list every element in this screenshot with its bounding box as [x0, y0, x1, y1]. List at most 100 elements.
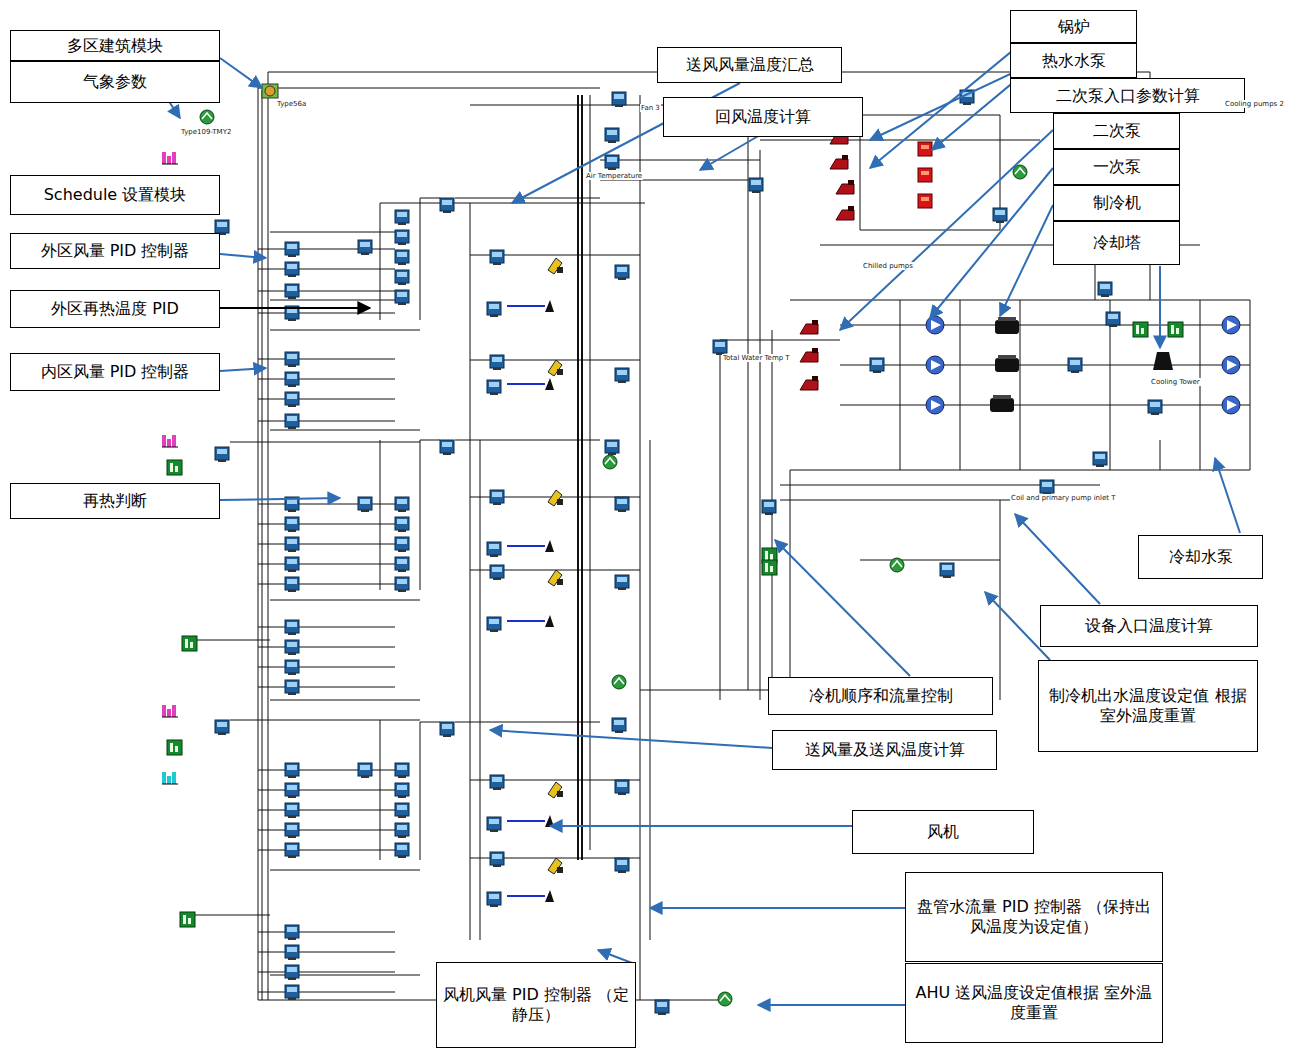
- calculator-icon: [285, 372, 299, 387]
- leader-line: [758, 1004, 905, 1006]
- wire-line: [258, 952, 285, 953]
- pump-icon: [800, 376, 818, 390]
- wire-line: [268, 72, 269, 1000]
- calculator-icon: [395, 497, 409, 512]
- data-reader-icon: [167, 740, 182, 755]
- data-reader-icon: [180, 912, 195, 927]
- calculator-icon: [395, 210, 409, 225]
- callout-text: 内区风量 PID 控制器: [41, 362, 190, 382]
- wire-line: [380, 440, 381, 590]
- wire-line: [258, 359, 285, 360]
- wire-line: [188, 640, 270, 641]
- calculator-icon: [285, 414, 299, 429]
- pump-icon: [1222, 396, 1240, 414]
- wire-line: [299, 667, 395, 668]
- pump-icon: [800, 348, 818, 362]
- wire-line: [258, 992, 285, 993]
- wire-line: [258, 972, 285, 973]
- calculator-icon: [285, 823, 299, 838]
- calculator-icon: [490, 490, 504, 505]
- pump-icon: [830, 155, 848, 169]
- wire-line: [299, 770, 395, 771]
- callout-text: 外区再热温度 PID: [51, 299, 179, 319]
- calculator-icon: [870, 358, 884, 373]
- wire-line: [299, 584, 395, 585]
- callout-text: 再热判断: [83, 491, 147, 511]
- calculator-icon: [1068, 358, 1082, 373]
- wire-line: [299, 790, 395, 791]
- calculator-icon: [395, 577, 409, 592]
- cooling-tower-icon: [1153, 352, 1173, 370]
- wire-line: [790, 470, 791, 700]
- wire-line: [299, 647, 395, 648]
- callout-box: 二次泵入口参数计算: [1010, 78, 1245, 113]
- wire-line: [840, 405, 1250, 406]
- weather-icon: [718, 992, 732, 1006]
- callout-text: Schedule 设置模块: [44, 185, 187, 205]
- wire-line: [581, 95, 583, 860]
- wire-line: [258, 291, 285, 292]
- leader-line: [1015, 514, 1100, 604]
- wire-line: [258, 687, 285, 688]
- calculator-icon: [285, 925, 299, 940]
- wire-line: [258, 830, 285, 831]
- calculator-icon: [487, 892, 501, 907]
- pump-icon: [926, 356, 944, 374]
- callout-box: 风机风量 PID 控制器 （定静压）: [436, 962, 636, 1048]
- calculator-icon: [1148, 400, 1162, 415]
- wire-line: [270, 870, 420, 871]
- component-label: Total Water Temp T: [722, 354, 791, 362]
- calculator-icon: [358, 497, 372, 512]
- wire-line: [860, 560, 1000, 561]
- callout-box: 送风量及送风温度计算: [772, 730, 997, 770]
- calculator-icon: [615, 780, 629, 795]
- schedule-icon: [162, 772, 178, 784]
- wire-line: [258, 421, 285, 422]
- calculator-icon: [285, 352, 299, 367]
- callout-text: 气象参数: [83, 72, 147, 92]
- callout-text: 设备入口温度计算: [1085, 616, 1213, 636]
- wire-line: [455, 198, 600, 199]
- calculator-icon: [285, 843, 299, 858]
- calculator-icon: [1093, 452, 1107, 467]
- calculator-icon: [1040, 480, 1054, 495]
- callout-text: 制冷机: [1093, 193, 1141, 213]
- callout-text: 锅炉: [1058, 17, 1090, 37]
- wire-line: [258, 269, 285, 270]
- wire-line: [420, 198, 440, 199]
- calculator-icon: [285, 640, 299, 655]
- callout-box: 气象参数: [10, 61, 220, 103]
- calculator-icon: [615, 265, 629, 280]
- fan-icon: [548, 258, 563, 274]
- callout-box: 回风温度计算: [663, 97, 863, 137]
- motor-icon: [507, 540, 554, 552]
- leader-line: [840, 130, 1053, 330]
- wire-line: [1095, 260, 1096, 300]
- chiller-icon: [995, 317, 1019, 334]
- data-reader-icon: [1168, 322, 1183, 337]
- calculator-icon: [285, 537, 299, 552]
- data-reader-icon: [167, 460, 182, 475]
- calculator-icon: [285, 557, 299, 572]
- leader-line: [220, 58, 262, 88]
- callout-box: 内区风量 PID 控制器: [10, 353, 220, 391]
- calculator-icon: [395, 803, 409, 818]
- leader-line: [1000, 205, 1053, 316]
- leader-line: [700, 135, 760, 170]
- calculator-icon: [285, 392, 299, 407]
- wire-line: [480, 440, 481, 940]
- component-label: Chilled pumps: [862, 262, 914, 270]
- wire-line: [299, 952, 395, 953]
- wire-line: [420, 440, 440, 441]
- callout-text: 回风温度计算: [715, 107, 811, 127]
- wire-line: [299, 524, 395, 525]
- wire-line: [258, 544, 285, 545]
- wire-line: [900, 300, 901, 470]
- calculator-icon: [762, 500, 776, 515]
- component-label: Cooling pumps 2: [1224, 100, 1285, 108]
- leader-line: [930, 168, 1053, 318]
- wire-line: [748, 105, 749, 690]
- wire-line: [1020, 300, 1021, 470]
- wire-line: [299, 544, 395, 545]
- weather-icon: [603, 455, 617, 469]
